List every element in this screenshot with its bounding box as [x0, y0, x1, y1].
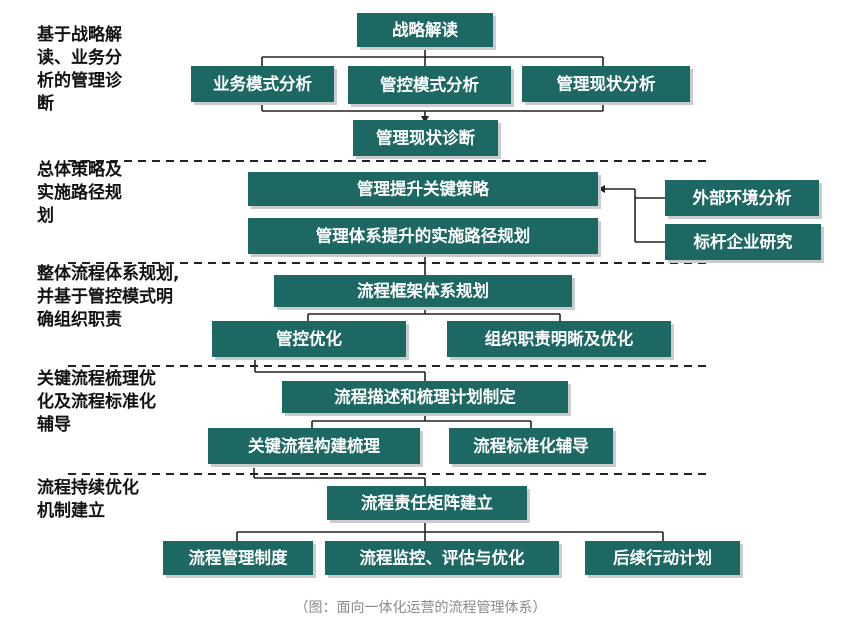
phase-label-4: 关键流程梳理优化及流程标准化辅导 [37, 368, 156, 435]
box-strategy-reading: 战略解读 [357, 13, 496, 50]
box-monitoring: 流程监控、评估与优化 [325, 541, 562, 578]
box-responsibility-matrix: 流程责任矩阵建立 [327, 486, 530, 523]
box-management-diagnosis: 管理现状诊断 [353, 120, 501, 159]
box-process-system: 流程管理制度 [163, 541, 316, 578]
box-process-plan: 流程描述和梳理计划制定 [282, 381, 571, 416]
figure-caption: （图：面向一体化运营的流程管理体系） [294, 600, 547, 616]
box-external-environment: 外部环境分析 [665, 180, 822, 219]
box-label: 关键流程构建梳理 [248, 436, 381, 456]
box-control-optimization: 管控优化 [212, 321, 409, 360]
box-label: 战略解读 [392, 20, 459, 40]
box-label: 流程框架体系规划 [357, 281, 489, 301]
box-key-process: 关键流程构建梳理 [208, 428, 423, 467]
box-label: 组织职责明晰及优化 [485, 329, 634, 349]
box-label: 管理提升关键策略 [357, 179, 490, 199]
box-org-responsibility: 组织职责明晰及优化 [447, 321, 674, 360]
box-label: 流程管理制度 [189, 548, 289, 568]
phase-labels: 基于战略解读、业务分析的管理诊断总体策略及实施路径规划整体流程体系规划,并基于管… [36, 24, 179, 521]
box-label: 管理现状分析 [557, 74, 657, 94]
box-benchmark-research: 标杆企业研究 [665, 224, 824, 263]
box-label: 流程责任矩阵建立 [361, 493, 493, 513]
box-label: 流程描述和梳理计划制定 [334, 387, 516, 407]
phase-label-2: 总体策略及实施路径规划 [37, 159, 123, 226]
box-implementation-path: 管理体系提升的实施路径规划 [248, 218, 601, 257]
box-management-status-analysis: 管理现状分析 [522, 66, 693, 105]
box-label: 管控优化 [276, 329, 343, 349]
box-label: 管理现状诊断 [376, 128, 476, 148]
phase-dividers [68, 160, 712, 475]
box-label: 管理体系提升的实施路径规划 [316, 226, 531, 246]
box-label: 标杆企业研究 [694, 232, 794, 252]
box-label: 流程监控、评估与优化 [360, 548, 526, 568]
phase-label-5: 流程持续优化机制建立 [37, 477, 139, 521]
box-control-model-analysis: 管控模式分析 [348, 66, 514, 107]
box-process-framework: 流程框架体系规划 [274, 275, 575, 310]
box-label: 业务模式分析 [213, 74, 313, 94]
box-follow-up: 后续行动计划 [585, 541, 743, 578]
arrowhead-icon [421, 116, 429, 123]
box-label: 流程标准化辅导 [473, 436, 589, 456]
box-label: 后续行动计划 [613, 548, 712, 568]
arrowhead-icon [598, 185, 605, 193]
box-label: 管控模式分析 [380, 75, 480, 95]
box-business-model-analysis: 业务模式分析 [191, 66, 337, 105]
box-key-strategy: 管理提升关键策略 [248, 172, 601, 209]
box-standardization: 流程标准化辅导 [449, 428, 616, 467]
box-label: 外部环境分析 [693, 188, 793, 208]
phase-label-3: 整体流程体系规划,并基于管控模式明确组织职责 [37, 263, 179, 330]
phase-label-1: 基于战略解读、业务分析的管理诊断 [36, 24, 123, 114]
